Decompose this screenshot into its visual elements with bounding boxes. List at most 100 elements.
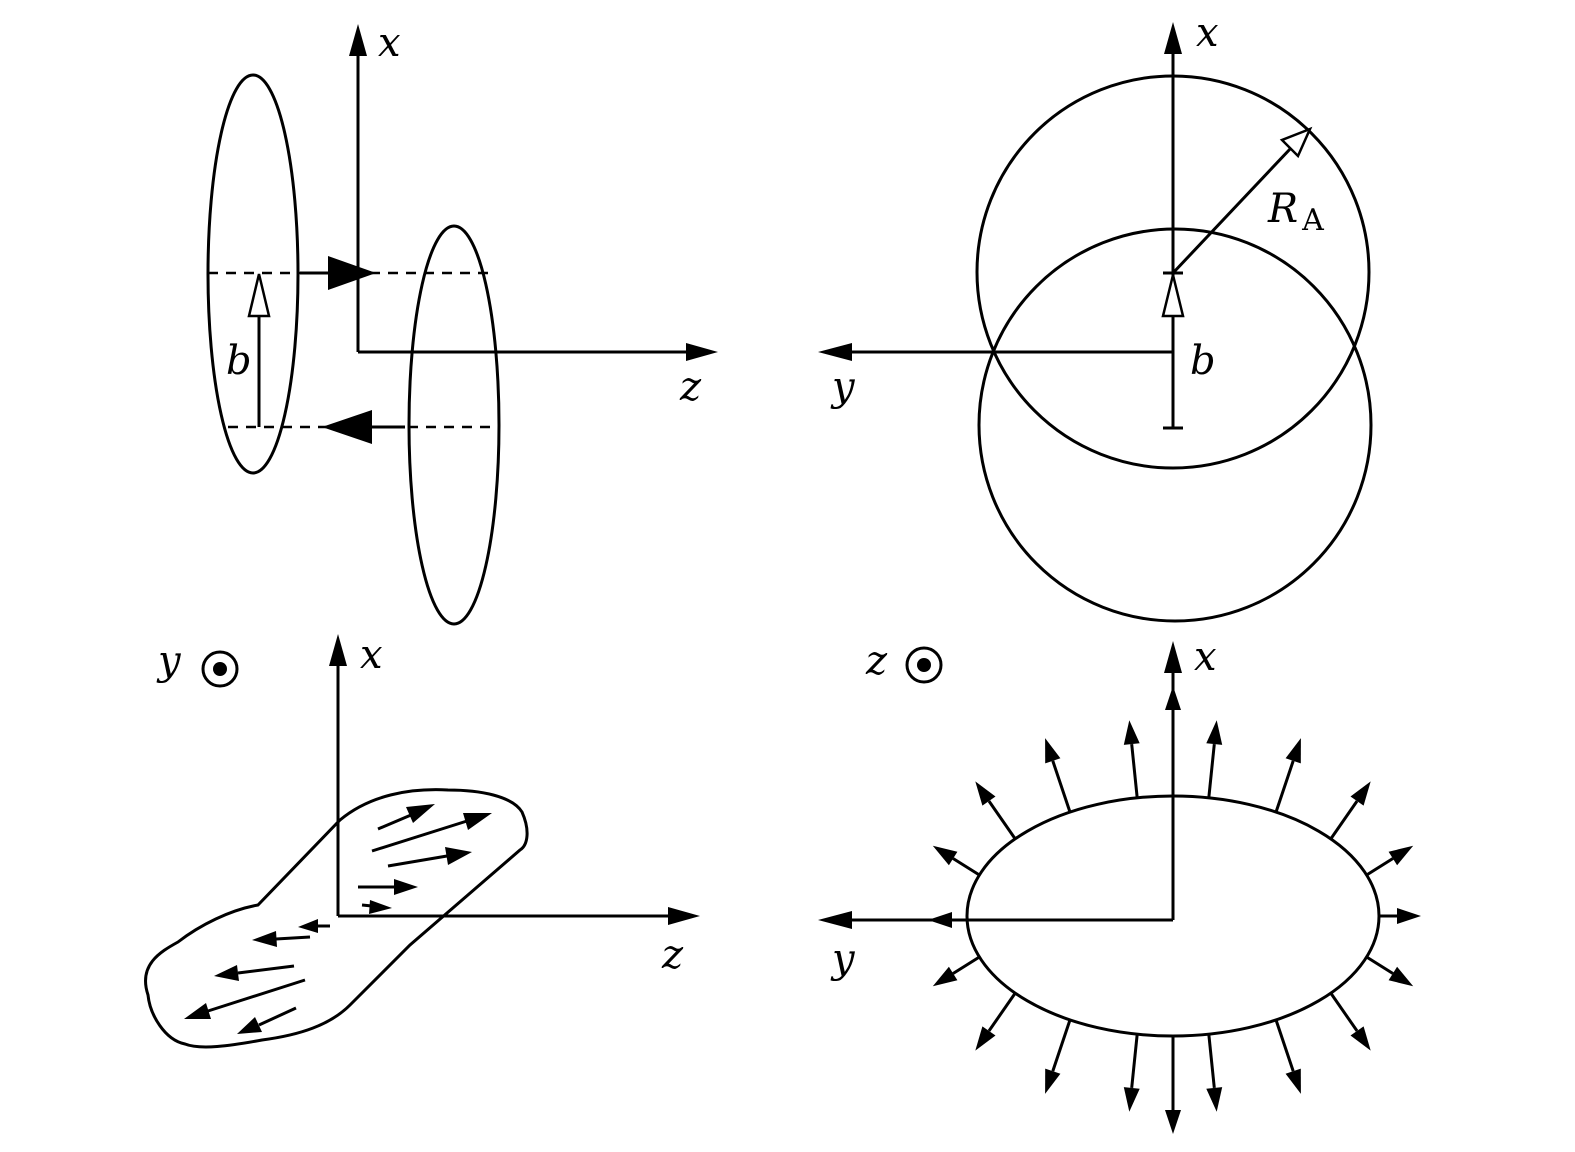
emission-arrowhead bbox=[932, 966, 958, 987]
radius-label-subscript: A bbox=[1301, 203, 1324, 238]
flow-arrowhead bbox=[214, 965, 239, 981]
emission-arrowhead bbox=[1388, 966, 1414, 987]
out-of-page-dot-icon bbox=[201, 650, 239, 688]
z-axis-label: z bbox=[661, 932, 684, 978]
impact-parameter-arrowhead bbox=[1161, 274, 1185, 318]
flow-arrowhead bbox=[445, 847, 472, 865]
emission-arrow-shaft bbox=[1274, 760, 1295, 813]
radius-label: R A bbox=[1267, 186, 1324, 238]
flow-arrowhead bbox=[394, 879, 418, 895]
flow-arrow-shaft bbox=[237, 964, 295, 975]
lower-velocity-arrowhead bbox=[322, 410, 372, 444]
emission-arrowhead bbox=[932, 845, 958, 866]
emission-arrow-shaft bbox=[1130, 743, 1139, 798]
out-of-page-dot-icon bbox=[905, 646, 943, 684]
x-axis-arrowhead bbox=[1164, 22, 1182, 54]
emission-arrow-shaft bbox=[952, 857, 981, 877]
out-of-page-axis-label: z bbox=[865, 638, 888, 684]
x-axis-label: x bbox=[360, 632, 383, 678]
emission-arrowhead bbox=[975, 781, 996, 806]
out-of-page-dot bbox=[917, 658, 931, 672]
out-of-page-axis-label: y bbox=[156, 638, 182, 684]
emission-arrowhead bbox=[1165, 686, 1181, 710]
emission-arrow-shaft bbox=[987, 800, 1017, 840]
flow-arrowhead bbox=[369, 900, 392, 914]
backward-flow-arrows bbox=[184, 919, 330, 1034]
nucleus-right bbox=[407, 224, 501, 626]
z-axis-arrowhead bbox=[686, 343, 718, 361]
out-of-page-ring bbox=[201, 650, 239, 688]
emission-arrow-shaft bbox=[1130, 1034, 1139, 1089]
x-axis-label: x bbox=[1196, 10, 1219, 56]
flow-arrow-shaft bbox=[207, 978, 306, 1013]
emission-arrowhead bbox=[1165, 1110, 1181, 1134]
x-axis-label: x bbox=[1194, 634, 1217, 680]
forward-flow-arrows bbox=[358, 804, 492, 914]
z-axis-arrowhead bbox=[668, 907, 700, 925]
out-of-page-dot bbox=[213, 662, 227, 676]
y-axis-arrowhead bbox=[818, 343, 852, 361]
radius-arrowhead bbox=[1279, 126, 1313, 159]
emission-arrow-shaft bbox=[1365, 857, 1394, 877]
emission-arrows bbox=[928, 686, 1421, 1134]
panel-bottom-right-elliptic-flow: z x y bbox=[818, 634, 1421, 1134]
emission-arrow-shaft bbox=[1051, 760, 1072, 813]
flow-arrow-shaft bbox=[387, 854, 448, 868]
emission-arrow-shaft bbox=[1329, 800, 1359, 840]
impact-parameter-arrowhead bbox=[247, 273, 271, 318]
emission-arrowhead bbox=[1350, 781, 1371, 806]
x-axis-arrowhead bbox=[1164, 641, 1182, 673]
emission-arrow-shaft bbox=[987, 992, 1017, 1032]
upper-velocity-arrowhead bbox=[328, 256, 376, 290]
emission-arrowhead bbox=[1388, 845, 1414, 866]
emission-arrowhead bbox=[1285, 1068, 1301, 1094]
impact-parameter-label: b bbox=[226, 338, 252, 384]
emission-arrowhead bbox=[928, 912, 952, 928]
emission-arrowhead bbox=[1206, 1087, 1223, 1112]
flow-arrowhead bbox=[252, 931, 277, 947]
y-axis-arrowhead bbox=[818, 911, 852, 929]
z-axis-label: z bbox=[679, 364, 702, 410]
emission-arrow-shaft bbox=[1207, 743, 1216, 798]
x-axis-label: x bbox=[378, 20, 401, 66]
flow-arrow-shaft bbox=[258, 1006, 297, 1027]
panel-top-right-transverse-view: x y b R A bbox=[818, 10, 1373, 623]
flow-arrow-shaft bbox=[377, 813, 412, 831]
panel-top-left-side-view: x z b bbox=[206, 20, 718, 626]
emission-arrowhead bbox=[1350, 1026, 1371, 1051]
flow-arrowhead bbox=[406, 804, 435, 823]
radius-shaft bbox=[1171, 146, 1293, 275]
emission-arrow-shaft bbox=[1207, 1034, 1216, 1089]
panel-bottom-left-participant-zone: y x z bbox=[144, 632, 700, 1049]
emission-arrowhead bbox=[1045, 738, 1061, 764]
y-axis-label: y bbox=[830, 936, 856, 982]
emission-arrow-shaft bbox=[1274, 1019, 1295, 1072]
emission-arrow-shaft bbox=[952, 955, 981, 975]
emission-arrowhead bbox=[1285, 738, 1301, 764]
emission-arrowhead bbox=[1397, 908, 1421, 924]
emission-arrow-shaft bbox=[1051, 1019, 1072, 1072]
flow-arrow-shaft bbox=[275, 935, 311, 941]
emission-arrowhead bbox=[1206, 720, 1223, 745]
nucleus-upper-circle bbox=[975, 74, 1371, 470]
y-axis-label: y bbox=[830, 364, 856, 410]
flow-arrowhead bbox=[184, 1003, 211, 1019]
radius-label-base: R bbox=[1267, 186, 1298, 232]
flow-arrowhead bbox=[237, 1017, 262, 1034]
x-axis-arrowhead bbox=[349, 24, 367, 56]
emission-arrow-shaft bbox=[1329, 992, 1359, 1032]
nucleus-lower-circle bbox=[977, 227, 1373, 623]
out-of-page-ring bbox=[905, 646, 943, 684]
emission-arrowhead bbox=[1045, 1068, 1061, 1094]
emission-arrowhead bbox=[1123, 1087, 1140, 1112]
emission-arrowhead bbox=[975, 1026, 996, 1051]
flow-arrowhead bbox=[298, 919, 318, 933]
x-axis-arrowhead bbox=[329, 634, 347, 666]
impact-parameter-label: b bbox=[1190, 338, 1216, 384]
emission-arrow-shaft bbox=[1365, 955, 1394, 975]
emission-arrowhead bbox=[1123, 720, 1140, 745]
flow-arrowhead bbox=[463, 813, 492, 830]
flow-arrow-shaft bbox=[371, 819, 468, 853]
tilted-fireball-outline bbox=[144, 788, 529, 1049]
